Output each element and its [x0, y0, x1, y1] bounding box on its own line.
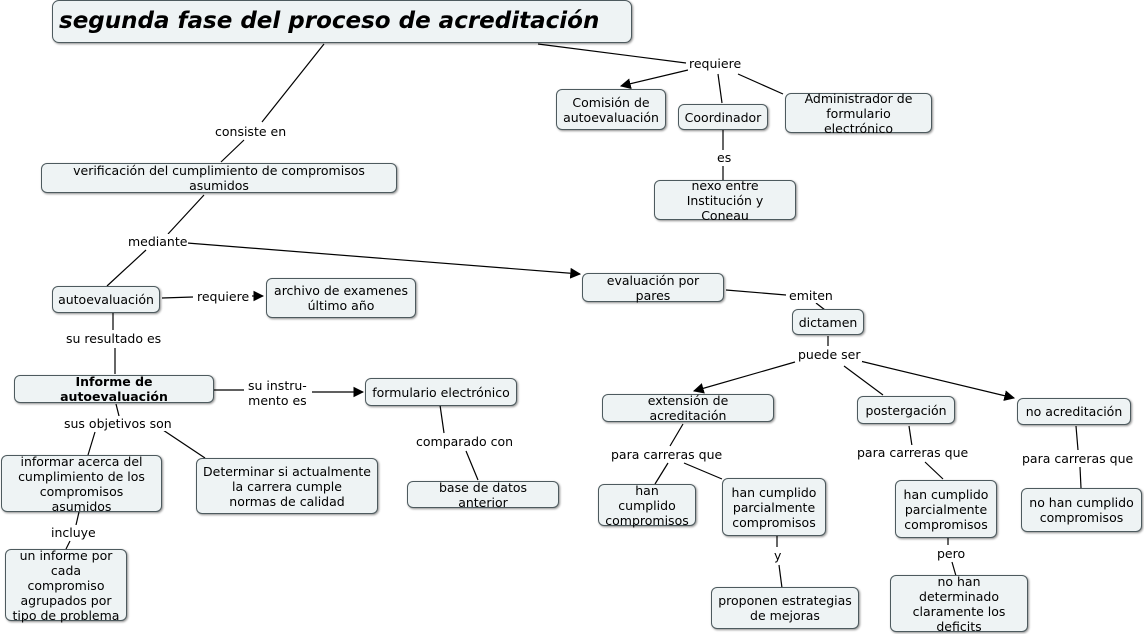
- link-comparado-con: comparado con: [415, 434, 515, 449]
- concept-evaluacion-pares: evaluación por pares: [582, 273, 724, 303]
- edge-extension-pcq: [669, 423, 684, 447]
- edge-puedeser-extension: [692, 361, 796, 394]
- link-es: es: [716, 150, 733, 165]
- edge-formulario-comparado: [439, 404, 445, 434]
- edge-objetivos-determinar: [162, 429, 206, 459]
- concept-verificacion: verificación del cumplimiento de comprom…: [41, 163, 397, 193]
- edge-requiere-coordinador: [717, 73, 723, 104]
- concept-no-han-cumplido: no han cumplido compromisos: [1021, 488, 1142, 532]
- edge-title-requiere: [537, 43, 687, 64]
- concept-coordinador: Coordinador: [678, 104, 768, 130]
- concept-no-acreditacion: no acreditación: [1017, 398, 1131, 425]
- edge-y-proponen: [778, 564, 783, 589]
- concept-nexo: nexo entre Institución y Coneau: [654, 178, 796, 223]
- concept-han-cumplido-parcial-1: han cumplido parcialmente compromisos: [722, 478, 826, 536]
- concept-administrador: Administrador de formulario electrónico: [785, 91, 932, 136]
- edge-requiere-comision: [619, 69, 689, 89]
- concept-extension: extensión de acreditación: [602, 393, 774, 423]
- link-requiere-1: requiere: [688, 56, 743, 71]
- concept-proponen: proponen estrategias de mejoras: [711, 587, 859, 629]
- edge-puedeser-postergacion: [843, 365, 884, 396]
- link-sus-objetivos-son: sus objetivos son: [63, 416, 173, 431]
- link-pero: pero: [936, 546, 967, 561]
- edge-informe-objetivos: [115, 403, 120, 417]
- concept-determinar: Determinar si actualmente la carrera cum…: [196, 458, 378, 514]
- concept-base-datos: base de datos anterior: [407, 480, 559, 510]
- edge-title-consiste: [261, 43, 325, 123]
- concept-han-cumplido: han cumplido compromisos: [598, 483, 696, 528]
- concept-formulario: formulario electrónico: [365, 378, 517, 406]
- concept-postergacion: postergación: [857, 396, 955, 424]
- edge-noacreditacion-pcq: [1075, 425, 1079, 451]
- link-incluye: incluye: [50, 525, 97, 540]
- link-mediante: mediante: [127, 234, 189, 249]
- edge-verificacion-mediante: [167, 194, 205, 235]
- link-y: y: [773, 548, 783, 563]
- link-para-carreras-que-3: para carreras que: [1021, 451, 1135, 466]
- concept-informar: informar acerca del cumplimiento de los …: [1, 454, 162, 514]
- edge-pcq-parcial1: [683, 462, 723, 480]
- edge-mediante-autoevaluacion: [106, 249, 147, 287]
- concept-han-cumplido-parcial-2: han cumplido parcialmente compromisos: [895, 480, 997, 538]
- link-consiste-en: consiste en: [214, 124, 288, 139]
- edge-mediante-evaluacion: [186, 242, 582, 279]
- concept-dictamen: dictamen: [792, 309, 864, 335]
- edge-pcq-hancumplido: [654, 462, 669, 485]
- edge-comparado-base: [465, 450, 479, 481]
- link-requiere-2: requiere: [196, 289, 251, 304]
- edge-puedeser-noacreditacion: [859, 360, 1016, 401]
- concept-no-han-determinado: no han determinado claramente los defici…: [890, 574, 1028, 634]
- concept-informe: Informe de autoevaluación: [14, 374, 214, 404]
- link-para-carreras-que-1: para carreras que: [610, 447, 724, 462]
- edge-postergacion-pcq: [908, 425, 913, 447]
- link-su-instrumento-es: su instru- mento es: [247, 378, 308, 408]
- map-title: segunda fase del proceso de acreditación: [52, 0, 632, 43]
- link-su-resultado-es: su resultado es: [65, 331, 163, 346]
- concept-archivo: archivo de examenes último año: [266, 278, 416, 318]
- edge-evaluacion-emiten: [725, 289, 787, 296]
- edge-autoevaluacion-requiere: [161, 296, 194, 299]
- edge-pcq-nohancumplido: [1079, 466, 1082, 489]
- edge-pcq-parcial2: [924, 461, 944, 480]
- link-puede-ser: puede ser: [797, 347, 862, 362]
- link-para-carreras-que-2: para carreras que: [856, 445, 970, 460]
- edge-objetivos-informar: [87, 431, 96, 456]
- concept-informe-por: un informe por cada compromiso agrupados…: [5, 548, 127, 623]
- edge-informar-incluye: [75, 511, 80, 526]
- concept-autoevaluacion: autoevaluación: [52, 286, 160, 313]
- edge-requiere-administrador: [737, 73, 784, 95]
- link-emiten: emiten: [788, 288, 834, 303]
- concept-comision: Comisión de autoevaluación: [556, 89, 666, 130]
- edge-consiste-verificacion: [220, 139, 245, 163]
